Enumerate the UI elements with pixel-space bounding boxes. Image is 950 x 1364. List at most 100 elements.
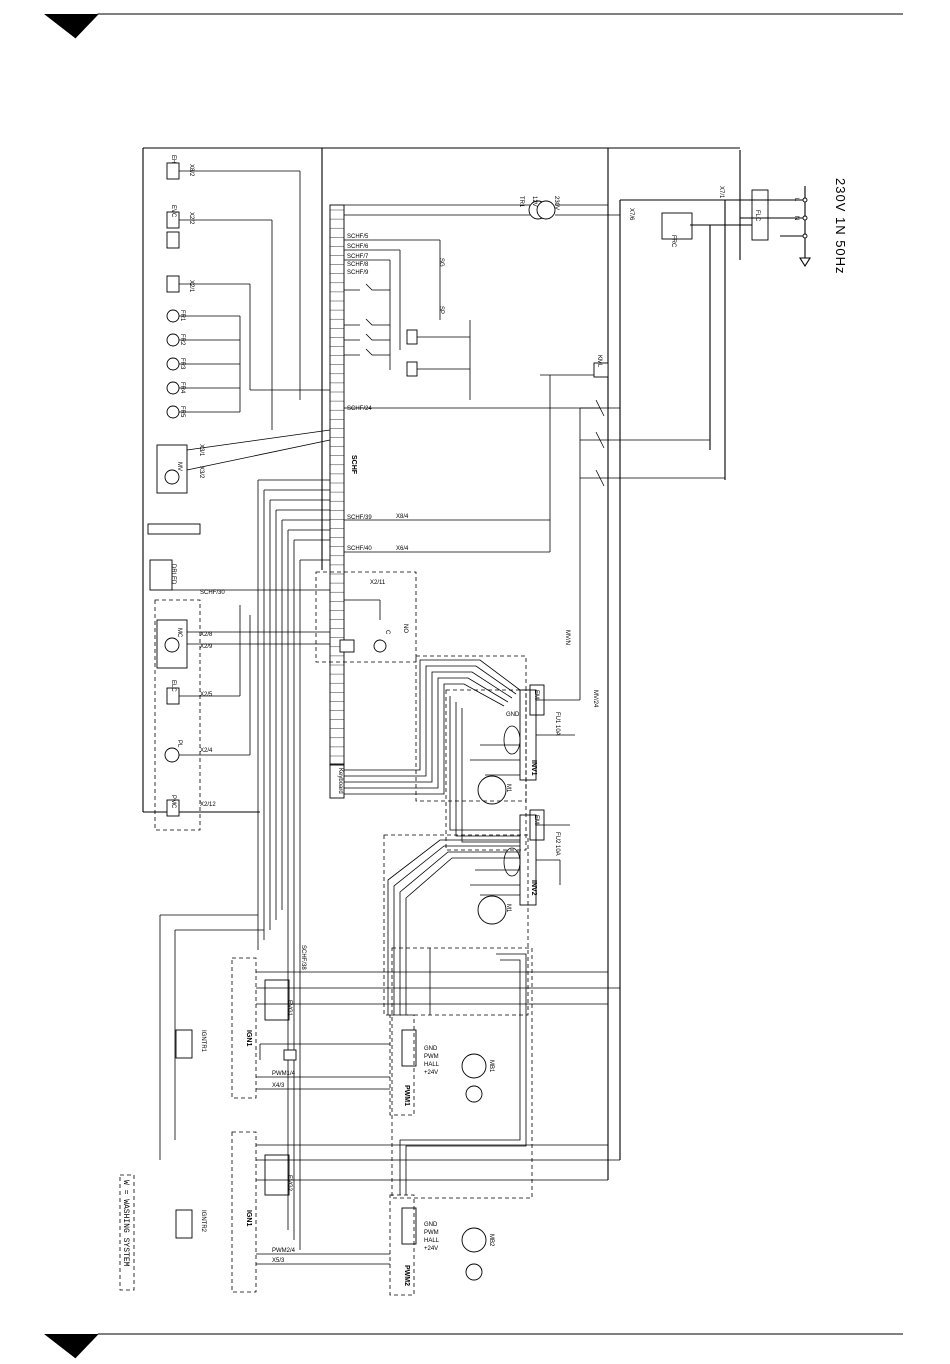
pmc-label: PMC [170, 795, 176, 809]
igntr1-box [175, 1029, 193, 1059]
pwm1-pwm-label: PWM [424, 1054, 439, 1060]
ign1-lower: IGN1 EVG2 IGNTR2 PWM2/4 X5/3 [175, 1131, 620, 1293]
fu2-10a-label: FU2 10A [554, 832, 560, 856]
keyboard-label: Keyboard [337, 768, 343, 794]
tr-12v-label: 12V [531, 196, 537, 207]
x2-8-label: X2/8 [200, 632, 213, 638]
flc-label: FLC [754, 210, 760, 222]
pl-label: PL [176, 740, 182, 748]
door-sensor [373, 639, 387, 653]
tr-label: TR1 [518, 196, 524, 208]
schf24-label: SCHF/24 [347, 406, 372, 412]
mc-motor [164, 637, 180, 653]
contact-no-label: NO [402, 624, 408, 633]
sp-label: SP [438, 306, 444, 314]
pl-lamp [164, 747, 180, 763]
tr-230v-label: 230V [553, 196, 559, 210]
schf-30-label: SCHF/30 [200, 590, 225, 596]
left-components: EH X8/2 EVC X2/2 X2/1 FR1 FR2 FR3 FR4 FR… [147, 155, 331, 831]
m1-motor [477, 775, 507, 805]
mc-label: MC [176, 628, 182, 638]
m1-label: M1 [505, 784, 511, 793]
pwm2-hall-label: HALL [424, 1238, 440, 1244]
evc-label: EVC [170, 205, 176, 218]
pwm2-4-label: PWM2/4 [272, 1248, 296, 1254]
schf7-label: SCHF/7 [347, 254, 369, 260]
x2-9-label: X2/9 [200, 644, 213, 650]
pwm2-24v-label: +24V [424, 1246, 438, 1252]
pwm1-24v-label: +24V [424, 1070, 438, 1076]
mb2-label: MB2 [488, 1234, 494, 1247]
supply-label: 230V 1N 50Hz [833, 178, 848, 275]
fu1-fuse [406, 329, 418, 345]
pwm1-label: PWM1 [403, 1085, 410, 1106]
x2-12-label: X2/12 [200, 802, 216, 808]
schf-board: SCHF Keyboard SCHF/5 SCHF/6 SCHF/7 SCHF/… [329, 204, 600, 799]
igntr2-label: IGNTR2 [200, 1210, 206, 1233]
supply-block: 230V 1N 50Hz L N FLC X7/1 X7/6 [620, 150, 848, 275]
earth-icon [799, 257, 811, 268]
pwm2-gnd-label: GND [424, 1222, 438, 1228]
mv-label: MV [176, 462, 182, 471]
schf6-label: SCHF/6 [347, 244, 369, 250]
keyboard-connector [329, 763, 345, 799]
inv2-label: INV2 [530, 880, 537, 896]
lower-bundles: SCHF/38 [159, 479, 330, 1250]
supply-n-label: N [793, 216, 799, 220]
supply-l-label: L [793, 198, 799, 202]
fu1-10a-label: FU1 10A [554, 712, 560, 736]
x4-3-label: X4/3 [272, 1083, 285, 1089]
frc-label: FRC [670, 235, 676, 248]
pwm2-board: PWM2 GND PWM HALL +24V MB2 [389, 1194, 494, 1296]
eh-coil [166, 162, 180, 180]
x2-1-label: X2/1 [188, 280, 194, 293]
kml-label: KML [596, 355, 602, 368]
x8-2-label: X8/2 [188, 164, 194, 177]
x7-1-label: X7/1 [718, 186, 724, 199]
frc-filter: FRC [661, 212, 693, 248]
m2-label: M1 [505, 904, 511, 913]
inv1-label: INV1 [530, 760, 537, 776]
igntr2-box [175, 1209, 193, 1239]
inverter-inv2: EMI INV2 FU2 10A M1 [470, 809, 570, 925]
ign1b-label: IGN1 [245, 1210, 252, 1226]
safety-contacts [344, 283, 390, 356]
pwm-signal-bundle [383, 834, 533, 1199]
pwm2-box [389, 1194, 415, 1296]
drled-box [149, 559, 173, 591]
ev-coil [166, 275, 180, 293]
door-group-frame [154, 599, 201, 831]
evg2-label: EVG2 [286, 1175, 292, 1192]
evg1-box [264, 979, 290, 1021]
fu2-fuse [406, 361, 418, 377]
frc-coil [166, 231, 180, 249]
sg-label: SG [438, 258, 444, 267]
switches-region: SG SP [344, 239, 471, 400]
legend: W = WASHING SYSTEM [119, 1174, 135, 1291]
inv1-gnd-label: GND [506, 712, 520, 718]
mv-n-label: MV/N [564, 630, 570, 645]
x2-4-label: X2/4 [200, 748, 213, 754]
pwm2-label: PWM2 [403, 1265, 410, 1286]
page-header [44, 13, 903, 39]
schf-connector [329, 204, 345, 766]
elc-label: ELC [170, 680, 176, 692]
x3-2-label: X3/2 [198, 466, 204, 479]
x5-3-label: X5/3 [272, 1258, 285, 1264]
x3-1-label: X3/1 [198, 444, 204, 457]
terminal-strip [147, 523, 201, 535]
mb2-motor [461, 1227, 487, 1253]
schf40-label: SCHF/40 [347, 546, 372, 552]
mb1-label: MB1 [488, 1060, 494, 1073]
mv-frame [156, 444, 188, 494]
schf-label: SCHF [350, 455, 357, 475]
contact-c-label: C [384, 630, 390, 635]
drled-label: DRLED [170, 564, 176, 585]
ign1-upper: IGN1 EVG1 IGNTR1 PWM1/4 X4/3 [175, 957, 620, 1099]
page-footer [44, 1333, 903, 1359]
schf-38-label: SCHF/38 [300, 945, 306, 970]
mb2-fan [465, 1263, 483, 1281]
transformer-tr1: TR1 230V 12V [344, 196, 620, 220]
schf8-label: SCHF/8 [347, 262, 369, 268]
mb1-motor [461, 1053, 487, 1079]
